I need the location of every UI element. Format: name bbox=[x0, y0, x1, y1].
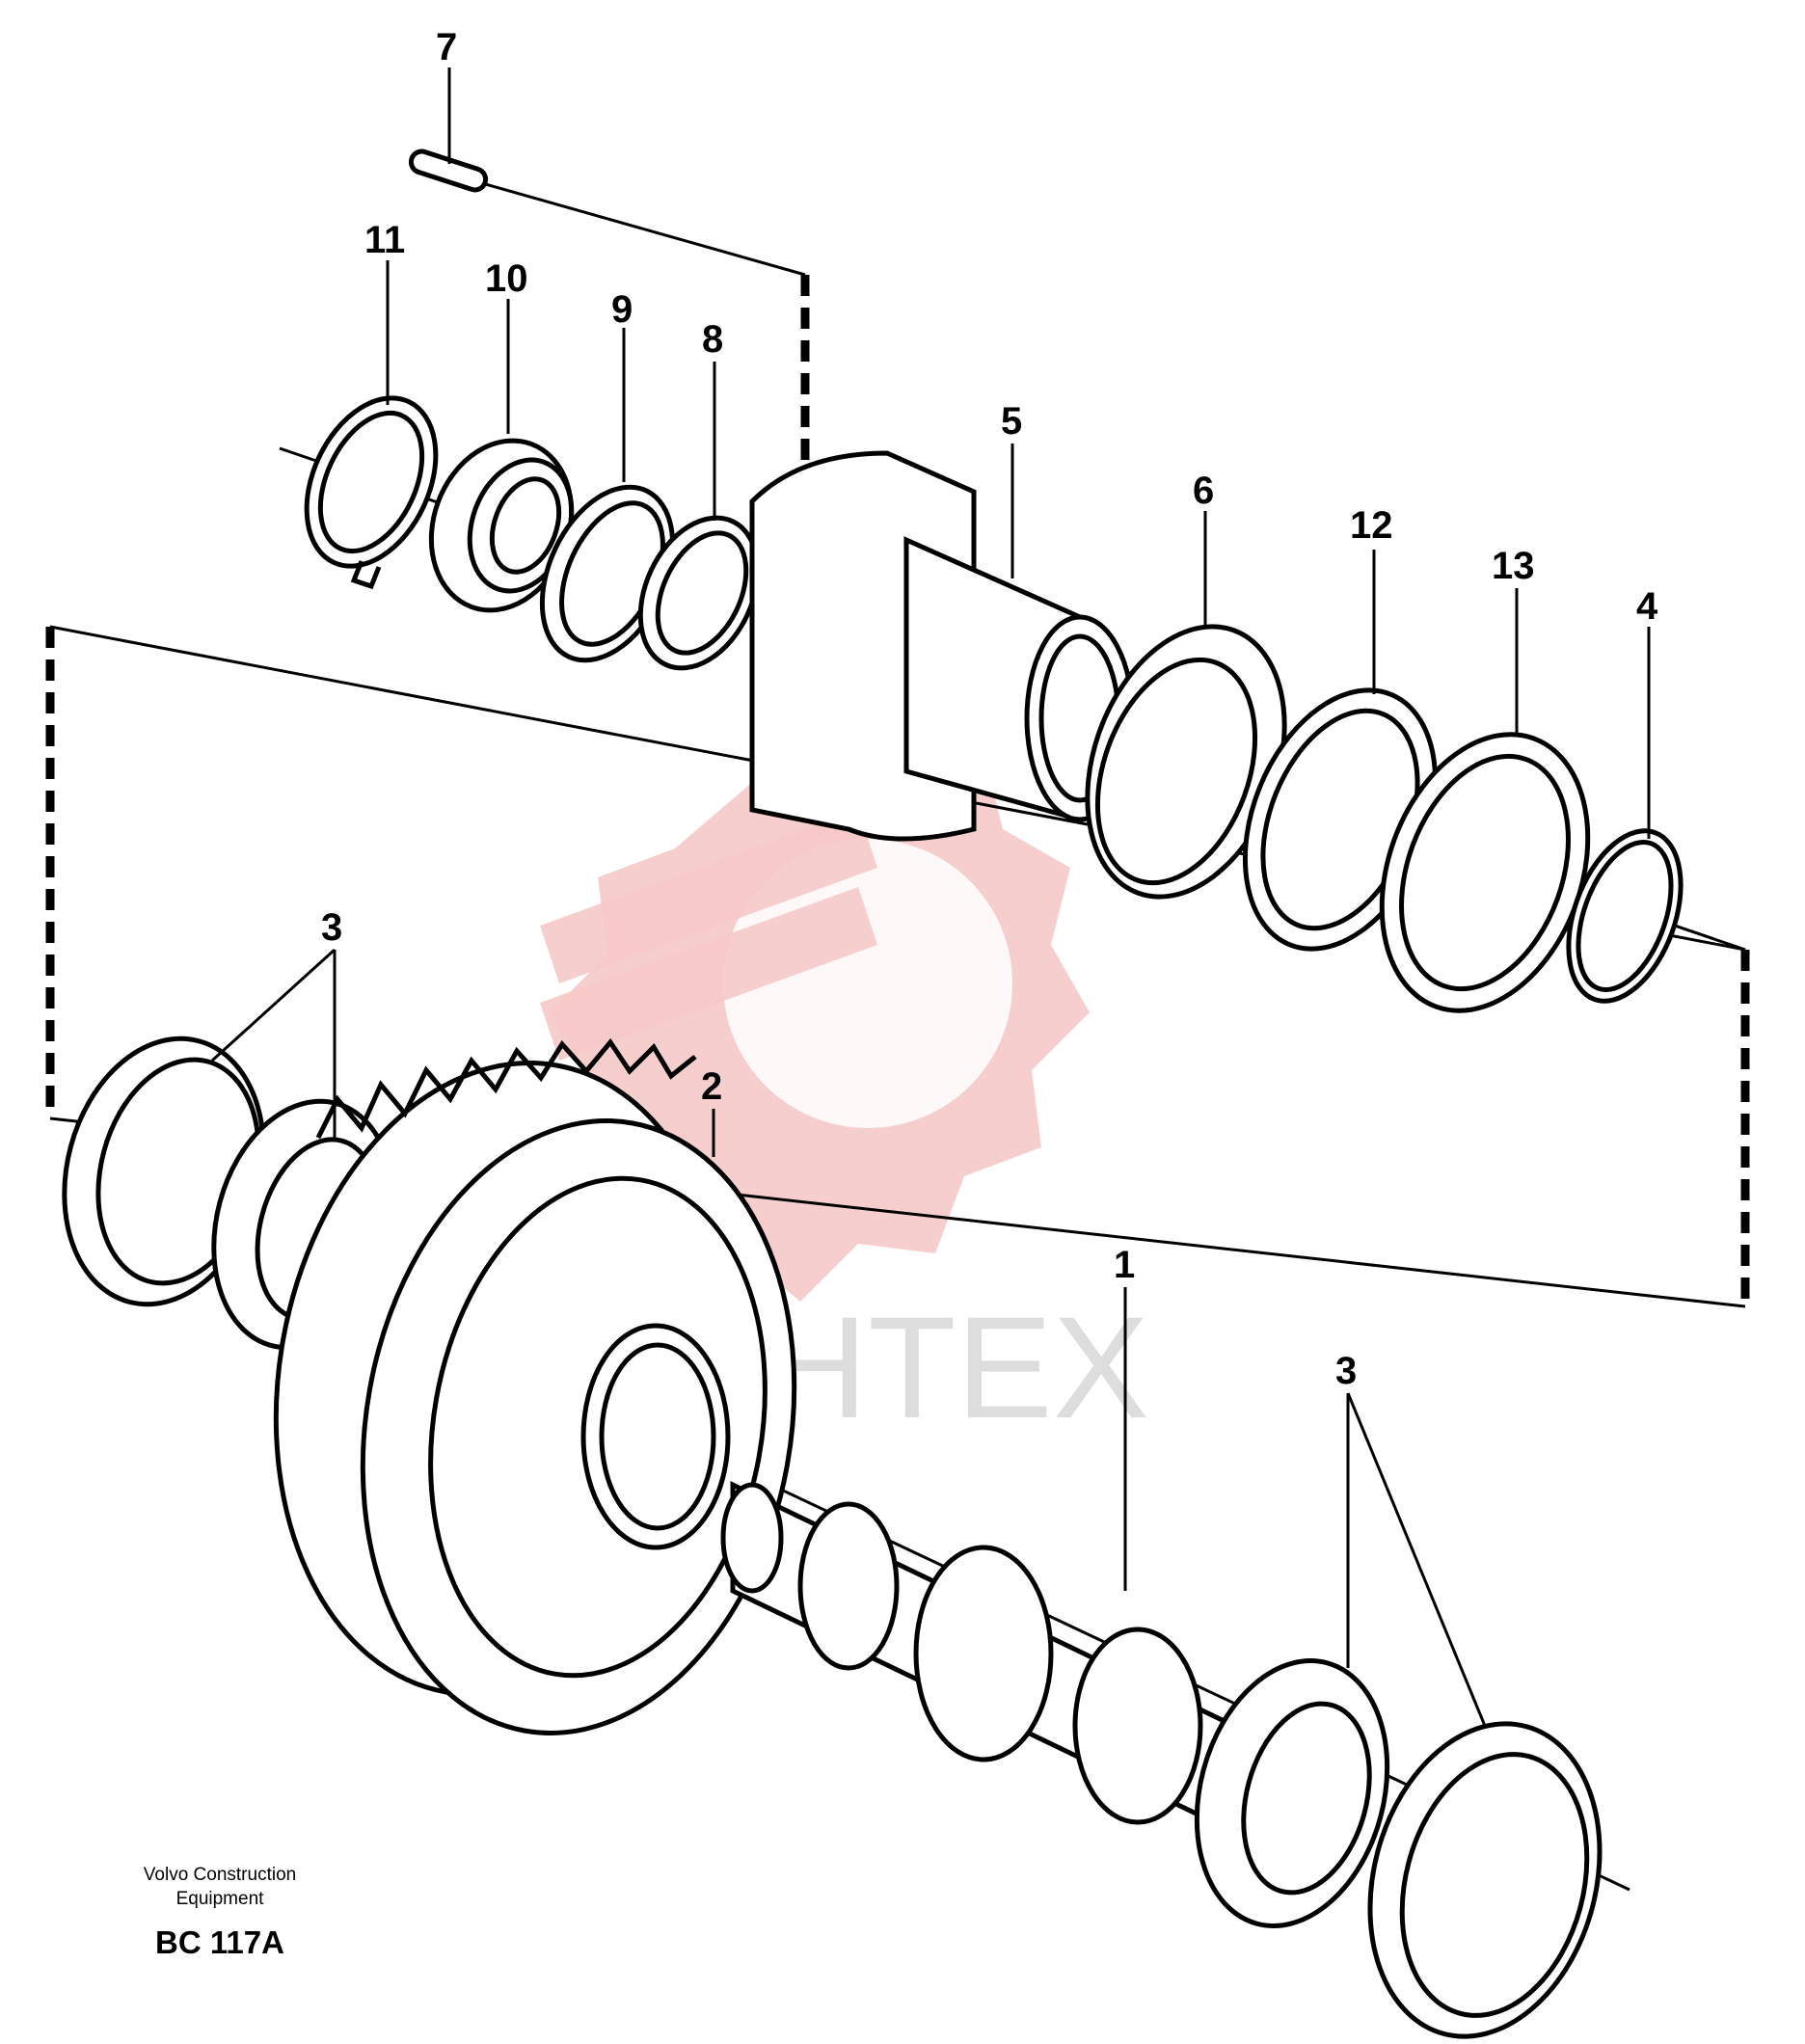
callout-1: 1 bbox=[1114, 1244, 1135, 1286]
part-4-o-ring bbox=[1566, 828, 1684, 1004]
callout-7: 7 bbox=[436, 26, 457, 68]
footer-caption: Volvo Construction Equipment BC 117A bbox=[114, 1863, 326, 1961]
callout-12: 12 bbox=[1350, 504, 1393, 547]
callout-2: 2 bbox=[701, 1065, 722, 1108]
callout-13: 13 bbox=[1492, 545, 1535, 587]
maker-line-1: Volvo Construction bbox=[143, 1865, 297, 1885]
part-2-gear bbox=[273, 1037, 797, 1735]
callouts: 7 11 10 9 8 5 6 12 13 4 3 2 1 3 bbox=[321, 26, 1658, 1392]
diagram-code: BC 117A bbox=[155, 1924, 284, 1960]
callout-3-left: 3 bbox=[321, 906, 342, 949]
callout-4: 4 bbox=[1636, 585, 1658, 628]
callout-5: 5 bbox=[1001, 400, 1022, 443]
callout-leaders bbox=[210, 67, 1651, 1727]
part-7-pin bbox=[408, 148, 489, 193]
callout-9: 9 bbox=[611, 288, 633, 331]
part-8-washer bbox=[637, 515, 761, 671]
callout-6: 6 bbox=[1193, 470, 1214, 512]
callout-10: 10 bbox=[485, 257, 528, 300]
leader-7-to-bracket bbox=[481, 181, 806, 277]
part-3-left-bearing bbox=[62, 1035, 396, 1351]
part-3-right-bearing bbox=[1194, 1658, 1603, 2039]
part-1-shaft bbox=[720, 1481, 1237, 1836]
callout-11: 11 bbox=[364, 219, 405, 261]
callout-8: 8 bbox=[702, 318, 723, 361]
part-13-seal bbox=[1379, 732, 1591, 1013]
maker-line-2: Equipment bbox=[175, 1889, 264, 1909]
callout-3-right: 3 bbox=[1335, 1350, 1357, 1392]
part-5-housing bbox=[749, 450, 1136, 842]
part-11-circlip bbox=[304, 395, 439, 590]
